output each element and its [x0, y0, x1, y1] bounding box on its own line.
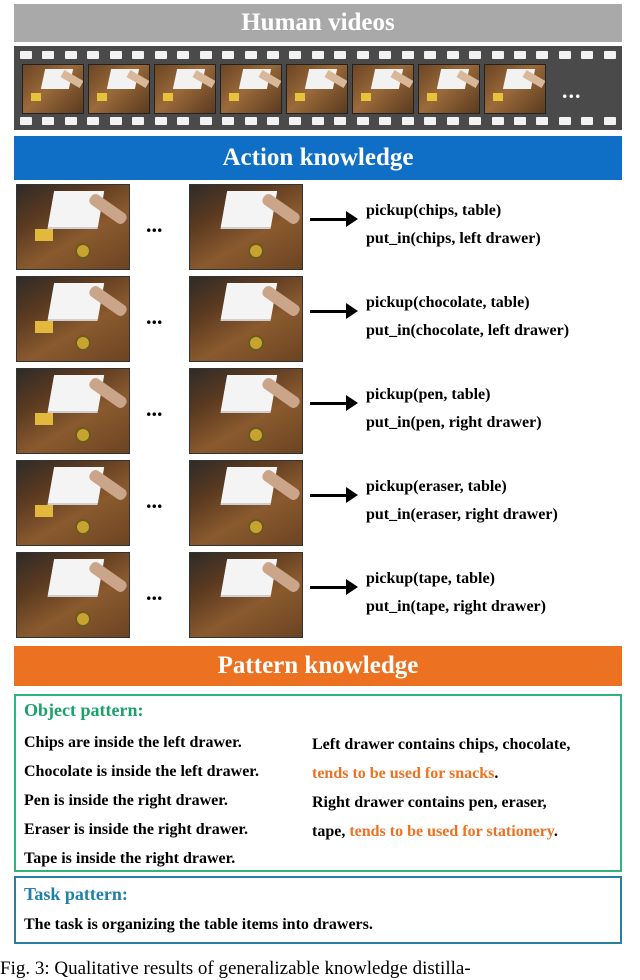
arrow-icon [310, 303, 358, 319]
left-usage-period: . [494, 765, 499, 782]
object-pattern-box: Object pattern: Chips are inside the lef… [14, 694, 622, 872]
end-frame-thumbnail [189, 368, 303, 454]
video-frame [352, 64, 414, 114]
right-usage-period: . [553, 823, 558, 840]
right-drawer-usage: tape, tends to be used for stationery. [312, 823, 558, 841]
filmstrip-holes-bottom [20, 117, 616, 125]
put-in-action: put_in(pen, right drawer) [366, 414, 542, 431]
end-frame-thumbnail [189, 552, 303, 638]
action-row-chocolate: ... pickup(chocolate, table) put_in(choc… [14, 276, 622, 362]
video-frame [418, 64, 480, 114]
pickup-action: pickup(tape, table) [366, 570, 495, 587]
action-row-pen: ... pickup(pen, table) put_in(pen, right… [14, 368, 622, 454]
arrow-icon [310, 487, 358, 503]
filmstrip-ellipsis: ... [562, 78, 582, 103]
pickup-action: pickup(eraser, table) [366, 478, 507, 495]
frames-ellipsis: ... [146, 488, 163, 513]
filmstrip-holes-top [20, 51, 616, 59]
arrow-icon [310, 211, 358, 227]
filmstrip-frames [22, 64, 546, 114]
video-frame [22, 64, 84, 114]
start-frame-thumbnail [16, 368, 130, 454]
action-row-tape: ... pickup(tape, table) put_in(tape, rig… [14, 552, 622, 638]
pattern-knowledge-banner: Pattern knowledge [14, 646, 622, 686]
video-frame [154, 64, 216, 114]
action-row-eraser: ... pickup(eraser, table) put_in(eraser,… [14, 460, 622, 546]
end-frame-thumbnail [189, 184, 303, 270]
start-frame-thumbnail [16, 276, 130, 362]
object-pattern-title: Object pattern: [24, 700, 144, 720]
pattern-knowledge-title: Pattern knowledge [217, 652, 419, 679]
start-frame-thumbnail [16, 184, 130, 270]
arrow-icon [310, 395, 358, 411]
frames-ellipsis: ... [146, 396, 163, 421]
frames-ellipsis: ... [146, 580, 163, 605]
arrow-icon [310, 579, 358, 595]
object-fact: Chips are inside the left drawer. [24, 734, 242, 751]
action-knowledge-title: Action knowledge [222, 144, 414, 171]
start-frame-thumbnail [16, 460, 130, 546]
put-in-action: put_in(chips, left drawer) [366, 230, 541, 247]
human-videos-title: Human videos [241, 9, 395, 36]
frames-ellipsis: ... [146, 304, 163, 329]
stationery-highlight: tends to be used for stationery [349, 823, 554, 840]
end-frame-thumbnail [189, 460, 303, 546]
object-fact: Chocolate is inside the left drawer. [24, 763, 259, 780]
video-frame [286, 64, 348, 114]
action-knowledge-banner: Action knowledge [14, 136, 622, 180]
video-frame [88, 64, 150, 114]
task-pattern-title: Task pattern: [24, 884, 128, 904]
task-pattern-box: Task pattern: The task is organizing the… [14, 876, 622, 944]
left-drawer-summary: Left drawer contains chips, chocolate, [312, 736, 571, 753]
object-fact: Pen is inside the right drawer. [24, 792, 228, 809]
right-usage-prefix: tape, [312, 823, 346, 840]
object-fact: Eraser is inside the right drawer. [24, 821, 248, 838]
object-fact: Tape is inside the right drawer. [24, 850, 236, 867]
snacks-highlight: tends to be used for snacks [312, 765, 495, 782]
end-frame-thumbnail [189, 276, 303, 362]
task-pattern-text: The task is organizing the table items i… [24, 916, 373, 933]
put-in-action: put_in(chocolate, left drawer) [366, 322, 570, 339]
action-row-chips: ... pickup(chips, table) put_in(chips, l… [14, 184, 622, 270]
video-frame [220, 64, 282, 114]
pickup-action: pickup(chips, table) [366, 202, 502, 219]
frames-ellipsis: ... [146, 212, 163, 237]
start-frame-thumbnail [16, 552, 130, 638]
human-videos-banner: Human videos [14, 4, 622, 42]
video-filmstrip: ... [14, 46, 622, 130]
right-drawer-summary: Right drawer contains pen, eraser, [312, 794, 547, 811]
put-in-action: put_in(tape, right drawer) [366, 598, 546, 615]
pickup-action: pickup(pen, table) [366, 386, 491, 403]
video-frame [484, 64, 546, 114]
figure-caption: Fig. 3: Qualitative results of generaliz… [0, 958, 471, 979]
left-drawer-usage: tends to be used for snacks. [312, 765, 498, 783]
put-in-action: put_in(eraser, right drawer) [366, 506, 558, 523]
pickup-action: pickup(chocolate, table) [366, 294, 530, 311]
